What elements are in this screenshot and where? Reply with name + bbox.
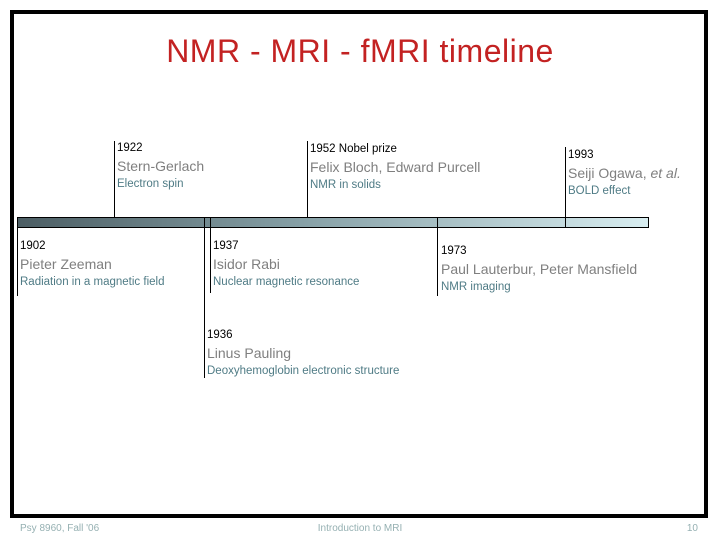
event-description: NMR imaging	[441, 281, 511, 293]
footer-title-label: Introduction to MRI	[317, 523, 403, 534]
slide-frame	[10, 10, 708, 518]
footer-page-number: 10	[686, 523, 698, 534]
event-name: Pieter Zeeman	[20, 256, 112, 272]
event-description: Electron spin	[117, 178, 184, 190]
event-year: 1973	[441, 245, 467, 257]
connector-1922	[114, 141, 115, 217]
event-year: 1902	[20, 240, 46, 252]
event-year: 1952 Nobel prize	[310, 143, 397, 155]
event-description: NMR in solids	[310, 179, 381, 191]
event-name: Paul Lauterbur, Peter Mansfield	[441, 261, 638, 277]
event-year: 1922	[117, 142, 143, 154]
event-description: BOLD effect	[568, 185, 631, 197]
event-name: Stern-Gerlach	[117, 158, 205, 174]
event-year: 1993	[568, 149, 594, 161]
connector-1973	[437, 217, 438, 296]
timeline-event-1937: 1937 Isidor Rabi Nuclear magnetic resona…	[213, 238, 359, 290]
event-name: Linus Pauling	[207, 345, 292, 361]
timeline-event-1993: 1993 Seiji Ogawa, et al. BOLD effect	[568, 147, 681, 199]
timeline-event-1902: 1902 Pieter Zeeman Radiation in a magnet…	[20, 238, 164, 290]
connector-1936	[204, 217, 205, 378]
event-year: 1936	[207, 329, 233, 341]
event-year: 1937	[213, 240, 239, 252]
connector-1993	[565, 147, 566, 228]
event-description: Nuclear magnetic resonance	[213, 276, 360, 288]
event-description: Deoxyhemoglobin electronic structure	[207, 365, 400, 377]
event-description: Radiation in a magnetic field	[20, 276, 165, 288]
timeline-event-1922: 1922 Stern-Gerlach Electron spin	[117, 140, 204, 192]
event-name-italic: et al.	[650, 165, 681, 181]
timeline-event-1952: 1952 Nobel prize Felix Bloch, Edward Pur…	[310, 141, 480, 193]
connector-1952	[307, 141, 308, 217]
connector-1937	[210, 217, 211, 293]
connector-1902	[17, 228, 18, 296]
event-name: Felix Bloch, Edward Purcell	[310, 159, 481, 175]
timeline-event-1936: 1936 Linus Pauling Deoxyhemoglobin elect…	[207, 327, 399, 379]
event-name: Isidor Rabi	[213, 256, 280, 272]
timeline-bar	[17, 217, 649, 228]
event-name: Seiji Ogawa, et al.	[568, 165, 681, 181]
timeline-event-1973: 1973 Paul Lauterbur, Peter Mansfield NMR…	[441, 243, 637, 295]
slide-title: NMR - MRI - fMRI timeline	[166, 33, 554, 69]
footer-course-label: Psy 8960, Fall '06	[20, 523, 100, 534]
